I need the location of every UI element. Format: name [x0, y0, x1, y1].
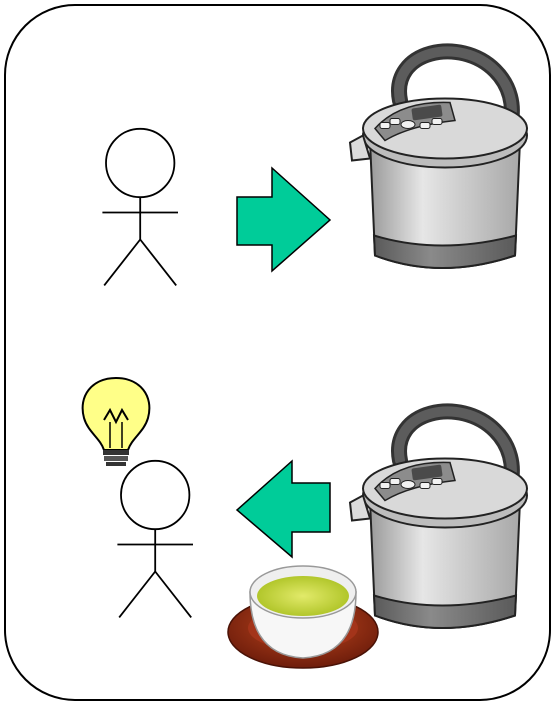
diagram-canvas — [0, 0, 555, 705]
